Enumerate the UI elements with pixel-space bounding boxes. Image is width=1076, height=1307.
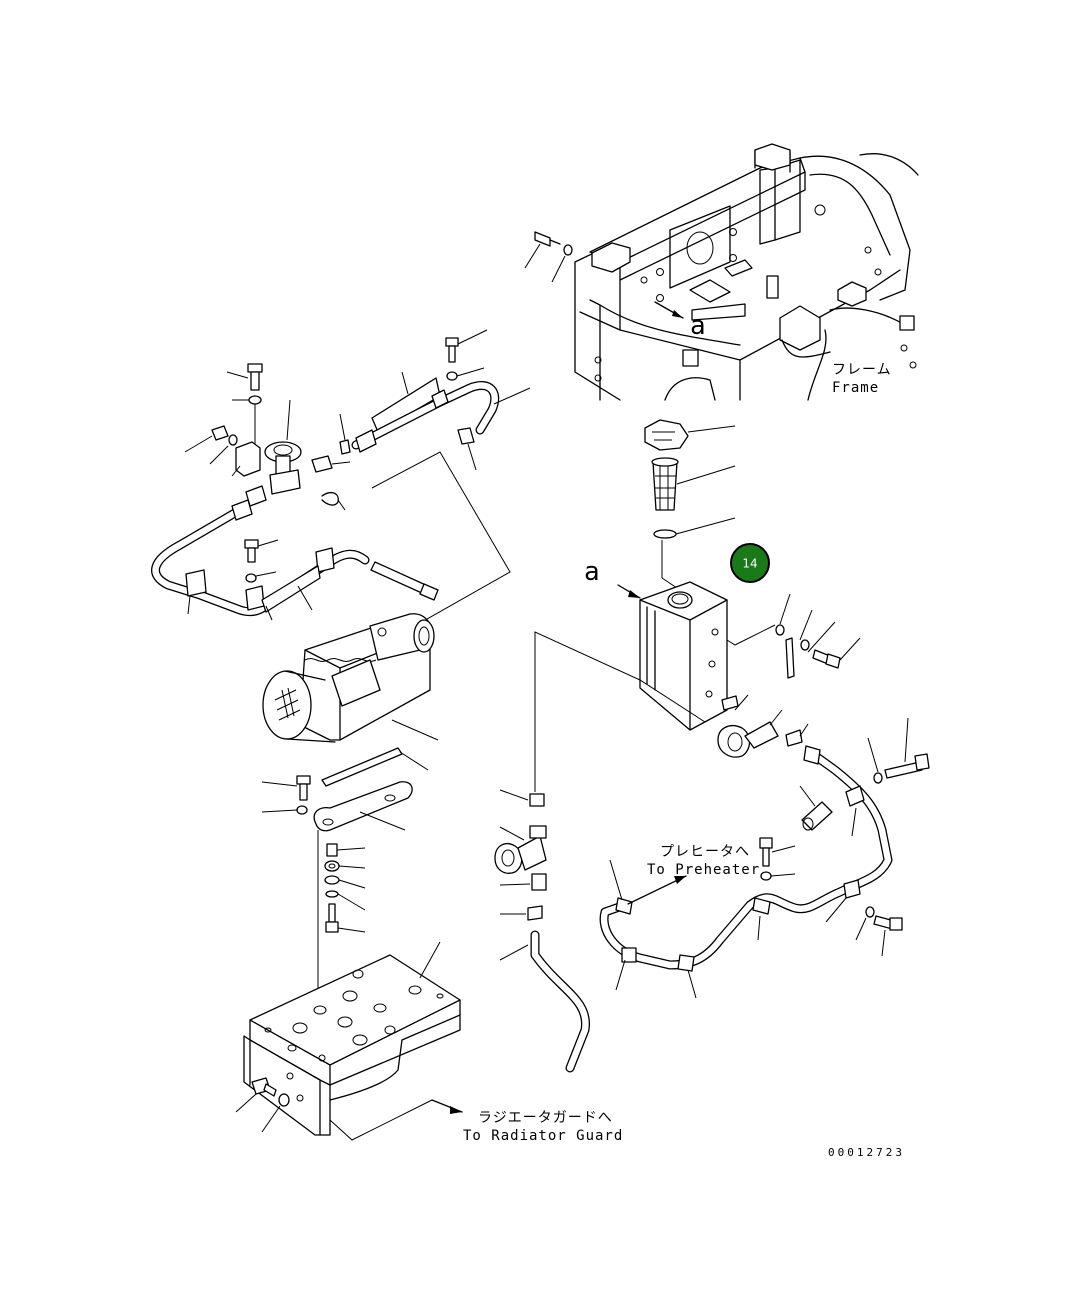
mount-plate-group (261, 747, 429, 1064)
preheater-hose-group (599, 717, 930, 999)
tee-fitting-group (494, 789, 591, 1073)
view-a-label-top: a (690, 311, 706, 341)
base-bracket (235, 941, 463, 1141)
frame-assembly (524, 143, 919, 401)
heater-unit (262, 613, 439, 743)
preheater-label-en: To Preheater (647, 862, 760, 878)
reservoir-tank-group (534, 419, 861, 792)
callout-badge-14[interactable]: 14 (730, 543, 770, 583)
frame-label-en: Frame (832, 380, 879, 396)
callout-badge-circle[interactable] (730, 543, 770, 583)
preheater-label-jp: プレヒータへ (660, 844, 750, 860)
callout-badge-number[interactable]: 14 (742, 557, 757, 571)
drawing-number: 00012723 (828, 1146, 905, 1159)
frame-label-jp: フレーム (832, 362, 892, 378)
upper-left-tube-group (151, 329, 531, 641)
radiator-guard-label-en: To Radiator Guard (463, 1128, 623, 1144)
radiator-guard-label-jp: ラジエータガードへ (478, 1110, 613, 1126)
view-a-label-tank: a (584, 557, 600, 587)
